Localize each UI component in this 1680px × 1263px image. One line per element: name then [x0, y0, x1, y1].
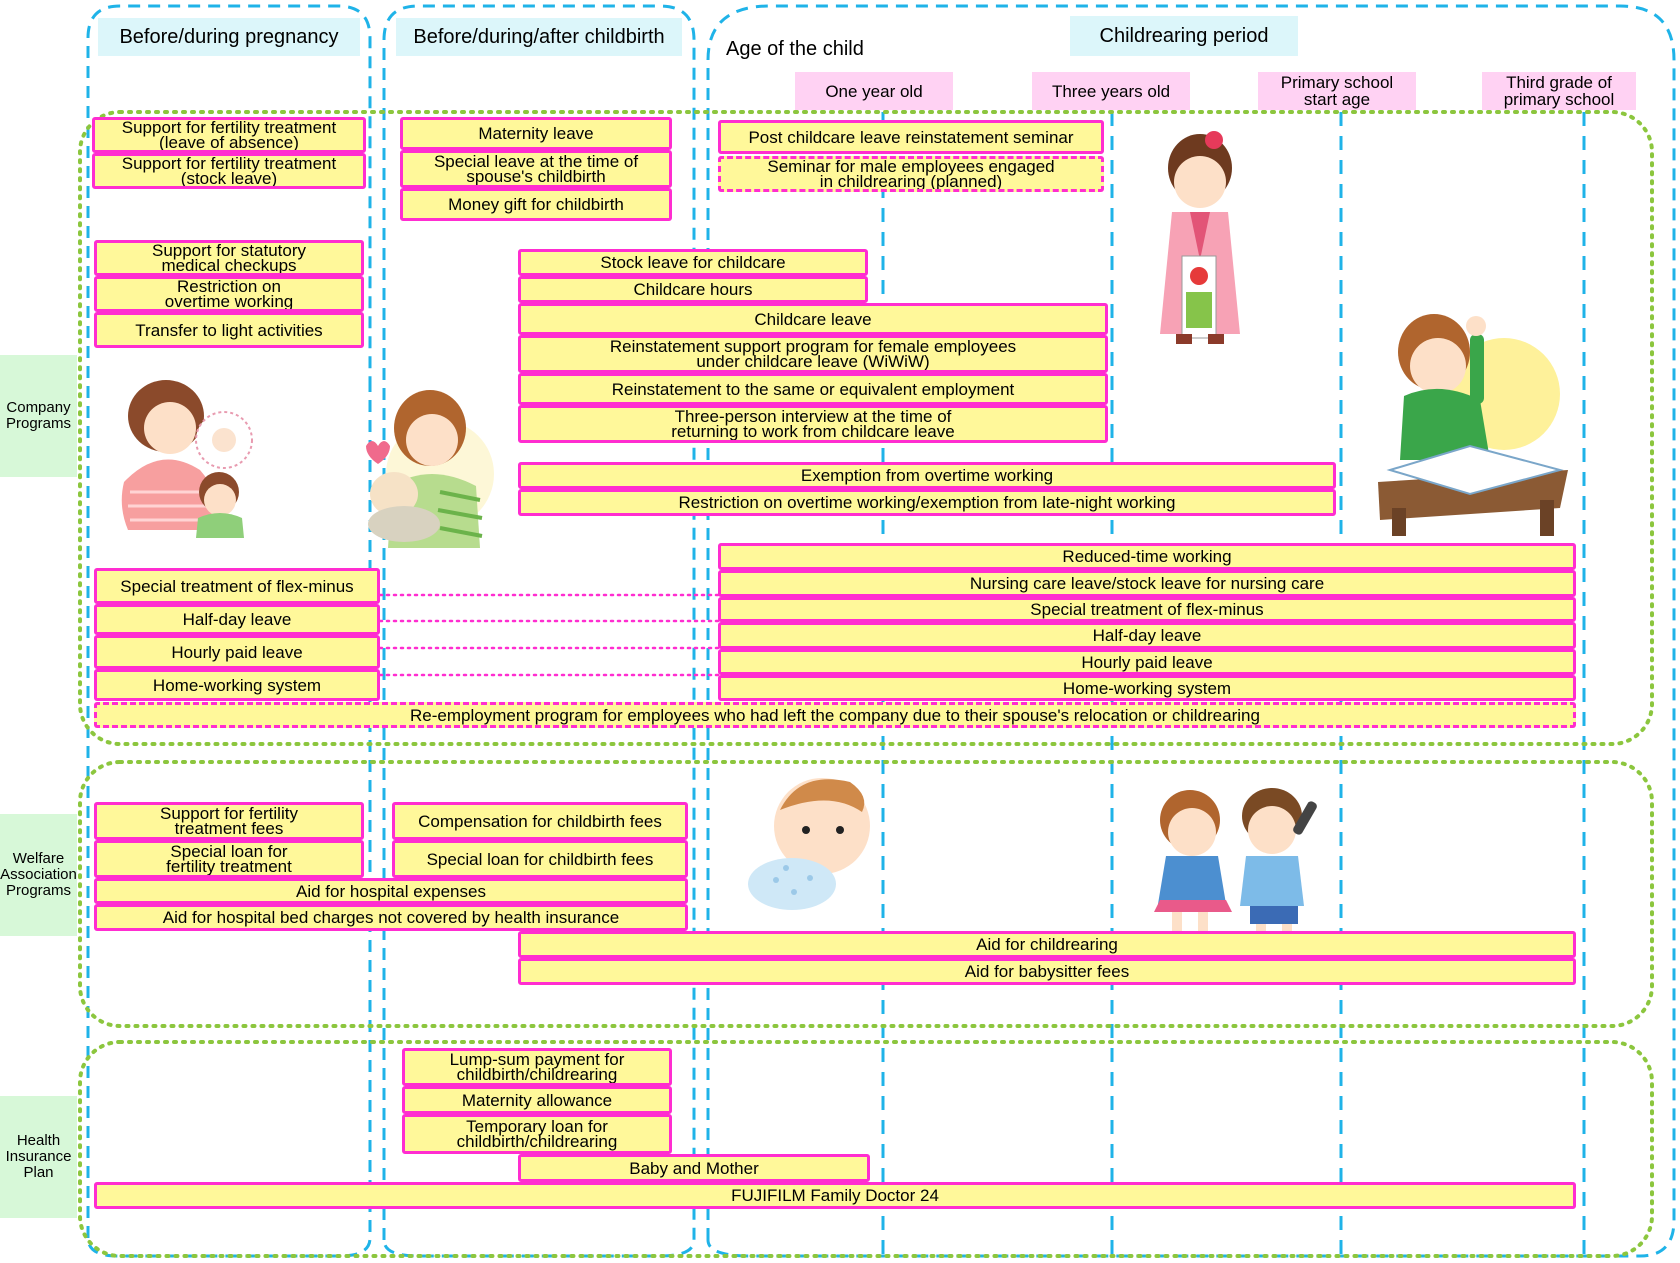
section-frame-health: [78, 1040, 1654, 1258]
program-flex-minus-left: Special treatment of flex-minus: [94, 568, 380, 604]
program-re-employment: Re-employment program for employees who …: [94, 702, 1576, 728]
phase-label-childbirth: Before/during/after childbirth: [396, 18, 682, 56]
program-reduced-time: Reduced-time working: [718, 543, 1576, 570]
program-baby-and-mother: Baby and Mother: [518, 1154, 870, 1182]
program-half-day-left: Half-day leave: [94, 604, 380, 635]
program-hospital-bed-charges: Aid for hospital bed charges not covered…: [94, 904, 688, 931]
phase-frame-pregnancy: [86, 4, 372, 1238]
program-family-doctor: FUJIFILM Family Doctor 24: [94, 1182, 1576, 1209]
age-label-one-year: One year old: [795, 72, 953, 110]
pregnant-mother-illustration: [121, 380, 253, 538]
program-fertility-stock-leave: Support for fertility treatment (stock l…: [92, 153, 366, 189]
program-childbirth-loan: Special loan for childbirth fees: [392, 840, 688, 878]
program-male-employee-seminar: Seminar for male employees engaged in ch…: [718, 156, 1104, 192]
program-childbirth-compensation: Compensation for childbirth fees: [392, 802, 688, 840]
program-home-working-left: Home-working system: [94, 669, 380, 701]
kimono-girl-illustration: [1160, 131, 1240, 344]
program-fertility-leave-of-absence: Support for fertility treatment (leave o…: [92, 117, 366, 153]
program-fertility-fees: Support for fertility treatment fees: [94, 802, 364, 840]
program-lump-sum-payment: Lump-sum payment for childbirth/childrea…: [402, 1048, 672, 1086]
program-light-activities: Transfer to light activities: [94, 312, 364, 348]
program-three-person-interview: Three-person interview at the time of re…: [518, 405, 1108, 443]
program-aid-childrearing: Aid for childrearing: [518, 931, 1576, 958]
program-home-working-right: Home-working system: [718, 675, 1576, 701]
crawling-baby-illustration: [748, 778, 870, 910]
section-frame-company: [78, 110, 1654, 746]
program-hospital-expenses: Aid for hospital expenses: [94, 878, 688, 904]
program-temporary-loan: Temporary loan for childbirth/childreari…: [402, 1114, 672, 1154]
section-frame-welfare: [78, 760, 1654, 1028]
program-maternity-allowance: Maternity allowance: [402, 1086, 672, 1114]
program-maternity-leave: Maternity leave: [400, 117, 672, 150]
program-spouse-childbirth-leave: Special leave at the time of spouse's ch…: [400, 150, 672, 188]
program-childbirth-money-gift: Money gift for childbirth: [400, 188, 672, 221]
program-reinstatement: Reinstatement to the same or equivalent …: [518, 373, 1108, 405]
school-children-illustration: [1154, 788, 1317, 946]
program-childcare-leave: Childcare leave: [518, 303, 1108, 335]
phase-frame-childbirth: [382, 4, 696, 1258]
program-flex-minus-right: Special treatment of flex-minus: [718, 597, 1576, 622]
program-stock-leave-childcare: Stock leave for childcare: [518, 249, 868, 276]
program-restrict-late-night: Restriction on overtime working/exemptio…: [518, 489, 1336, 516]
section-label-health: Health Insurance Plan: [0, 1096, 77, 1218]
section-label-company: Company Programs: [0, 355, 77, 477]
phase-label-childrearing: Childrearing period: [1070, 16, 1298, 56]
program-hourly-leave-left: Hourly paid leave: [94, 635, 380, 669]
program-hourly-leave-right: Hourly paid leave: [718, 649, 1576, 675]
program-fertility-loan: Special loan for fertility treatment: [94, 840, 364, 878]
age-label-three-years: Three years old: [1032, 72, 1190, 110]
phase-label-pregnancy: Before/during pregnancy: [98, 18, 360, 56]
program-childcare-hours: Childcare hours: [518, 276, 868, 303]
program-exempt-overtime: Exemption from overtime working: [518, 462, 1336, 489]
program-wiwiw-support: Reinstatement support program for female…: [518, 335, 1108, 373]
mother-baby-illustration: [366, 390, 494, 548]
program-aid-babysitter: Aid for babysitter fees: [518, 958, 1576, 985]
program-medical-checkups: Support for statutory medical checkups: [94, 240, 364, 276]
program-nursing-care-leave: Nursing care leave/stock leave for nursi…: [718, 570, 1576, 597]
program-half-day-right: Half-day leave: [718, 622, 1576, 649]
age-label-primary-school: Primary school start age: [1258, 72, 1416, 110]
program-restrict-overtime-pregnancy: Restriction on overtime working: [94, 276, 364, 312]
age-axis-title: Age of the child: [726, 38, 864, 60]
section-label-welfare: Welfare Association Programs: [0, 814, 77, 936]
age-label-third-grade: Third grade of primary school: [1482, 72, 1636, 110]
program-post-childcare-seminar: Post childcare leave reinstatement semin…: [718, 120, 1104, 154]
student-at-desk-illustration: [1378, 314, 1568, 536]
